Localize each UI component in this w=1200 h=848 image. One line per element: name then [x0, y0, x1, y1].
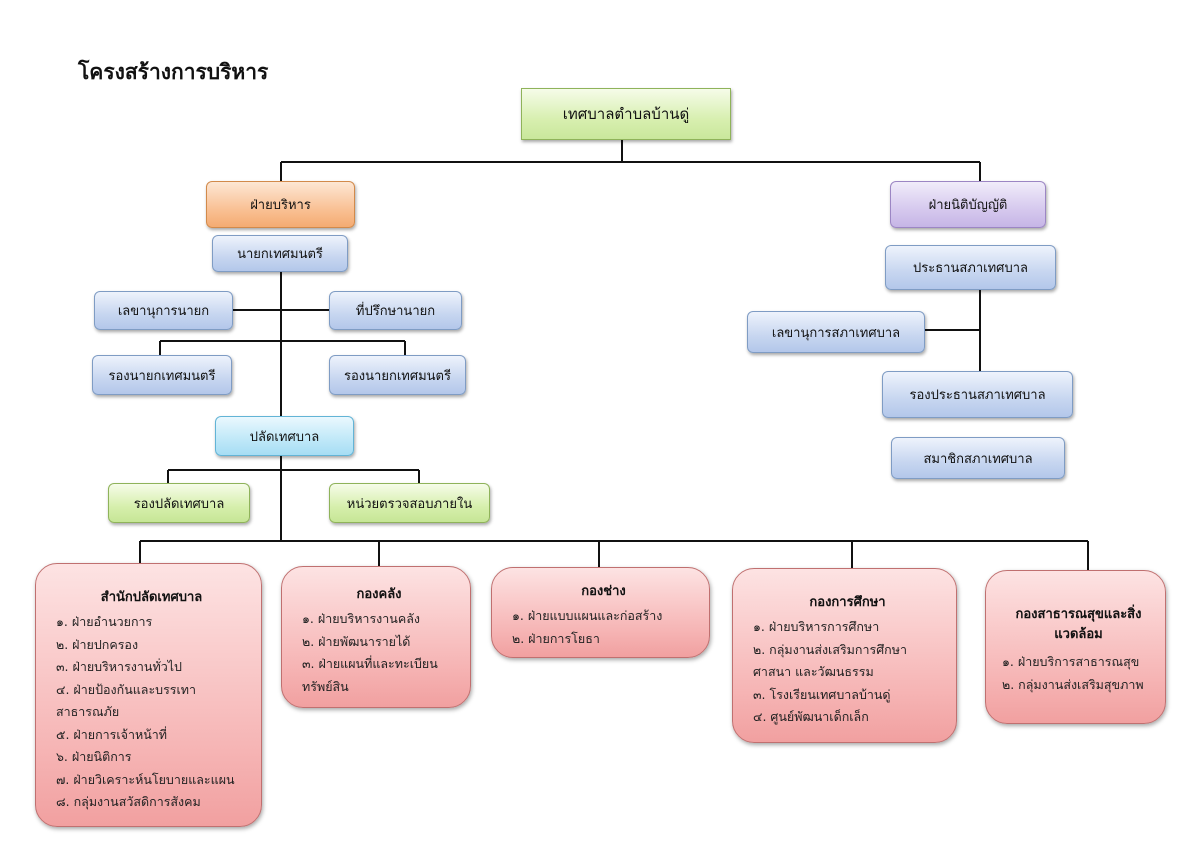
- department-item: ทรัพย์สิน: [302, 678, 349, 694]
- department-finance: กองคลัง ๑. ฝ่ายบริหารงานคลัง ๒. ฝ่ายพัฒน…: [281, 566, 471, 708]
- department-item: สาธารณภัย: [56, 704, 120, 719]
- deputy-clerk-box: รองปลัดเทศบาล: [108, 483, 250, 523]
- mayor-advisor-box: ที่ปรึกษานายก: [329, 291, 462, 330]
- department-item: ๔. ฝ่ายป้องกันและบรรเทา: [56, 681, 197, 697]
- mayor-box: นายกเทศมนตรี: [212, 235, 348, 272]
- department-item: ๗. ฝ่ายวิเคราะห์นโยบายและแผน: [56, 771, 235, 787]
- department-item: ๓. ฝ่ายแผนที่และทะเบียน: [302, 656, 438, 671]
- council-vice-president-box: รองประธานสภาเทศบาล: [882, 371, 1073, 418]
- mayor-secretary-box: เลขานุการนายก: [94, 291, 233, 330]
- municipal-clerk-box: ปลัดเทศบาล: [215, 416, 354, 456]
- department-item: ๒. ฝ่ายปกครอง: [56, 636, 139, 652]
- department-title: กองสาธารณสุขและสิ่งแวดล้อม: [1015, 607, 1142, 642]
- deputy-mayor-box-2: รองนายกเทศมนตรี: [329, 355, 466, 395]
- department-item: ศาสนา และวัฒนธรรม: [753, 664, 874, 679]
- department-title: กองคลัง: [356, 587, 402, 602]
- department-title: กองช่าง: [581, 584, 626, 599]
- department-education: กองการศึกษา ๑. ฝ่ายบริหารการศึกษา ๒. กลุ…: [732, 568, 957, 743]
- deputy-mayor-box-1: รองนายกเทศมนตรี: [92, 355, 232, 395]
- department-title: กองการศึกษา: [809, 595, 886, 610]
- department-item: ๑. ฝ่ายบริการสาธารณสุข: [1002, 654, 1140, 669]
- department-public-health: กองสาธารณสุขและสิ่งแวดล้อม ๑. ฝ่ายบริการ…: [985, 570, 1166, 724]
- department-item: ๖. ฝ่ายนิติการ: [56, 749, 132, 764]
- department-item: ๕. ฝ่ายการเจ้าหน้าที่: [56, 726, 168, 742]
- executive-box: ฝ่ายบริหาร: [206, 181, 355, 228]
- internal-audit-box: หน่วยตรวจสอบภายใน: [329, 483, 490, 523]
- department-item: ๒. ฝ่ายการโยธา: [512, 630, 600, 646]
- council-president-box: ประธานสภาเทศบาล: [885, 245, 1056, 290]
- department-item: ๑. ฝ่ายอำนวยการ: [56, 614, 153, 629]
- department-item: ๑. ฝ่ายแบบแผนและก่อสร้าง: [512, 608, 663, 623]
- department-item: ๓. ฝ่ายบริหารงานทั่วไป: [56, 659, 182, 674]
- page-title: โครงสร้างการบริหาร: [78, 60, 269, 84]
- department-item: ๑. ฝ่ายบริหารการศึกษา: [753, 619, 880, 634]
- department-item: ๑. ฝ่ายบริหารงานคลัง: [302, 611, 420, 626]
- legislative-box: ฝ่ายนิติบัญญัติ: [890, 181, 1046, 228]
- department-title: สำนักปลัดเทศบาล: [100, 590, 203, 605]
- department-item: ๓. โรงเรียนเทศบาลบ้านดู่: [753, 686, 891, 702]
- department-item: ๔. ศูนย์พัฒนาเด็กเล็ก: [753, 709, 869, 724]
- top-org-box: เทศบาลตำบลบ้านดู่: [521, 88, 731, 140]
- department-item: ๒. กลุ่มงานส่งเสริมการศึกษา: [753, 641, 907, 657]
- department-item: ๘. กลุ่มงานสวัสดิการสังคม: [56, 794, 201, 809]
- council-secretary-box: เลขานุการสภาเทศบาล: [747, 311, 925, 353]
- department-item: ๒. ฝ่ายพัฒนารายได้: [302, 633, 411, 649]
- department-item: ๒. กลุ่มงานส่งเสริมสุขภาพ: [1002, 676, 1144, 692]
- council-members-box: สมาชิกสภาเทศบาล: [891, 437, 1065, 479]
- department-engineering: กองช่าง ๑. ฝ่ายแบบแผนและก่อสร้าง ๒. ฝ่าย…: [491, 567, 710, 658]
- department-office-of-clerk: สำนักปลัดเทศบาล ๑. ฝ่ายอำนวยการ ๒. ฝ่ายป…: [35, 563, 262, 827]
